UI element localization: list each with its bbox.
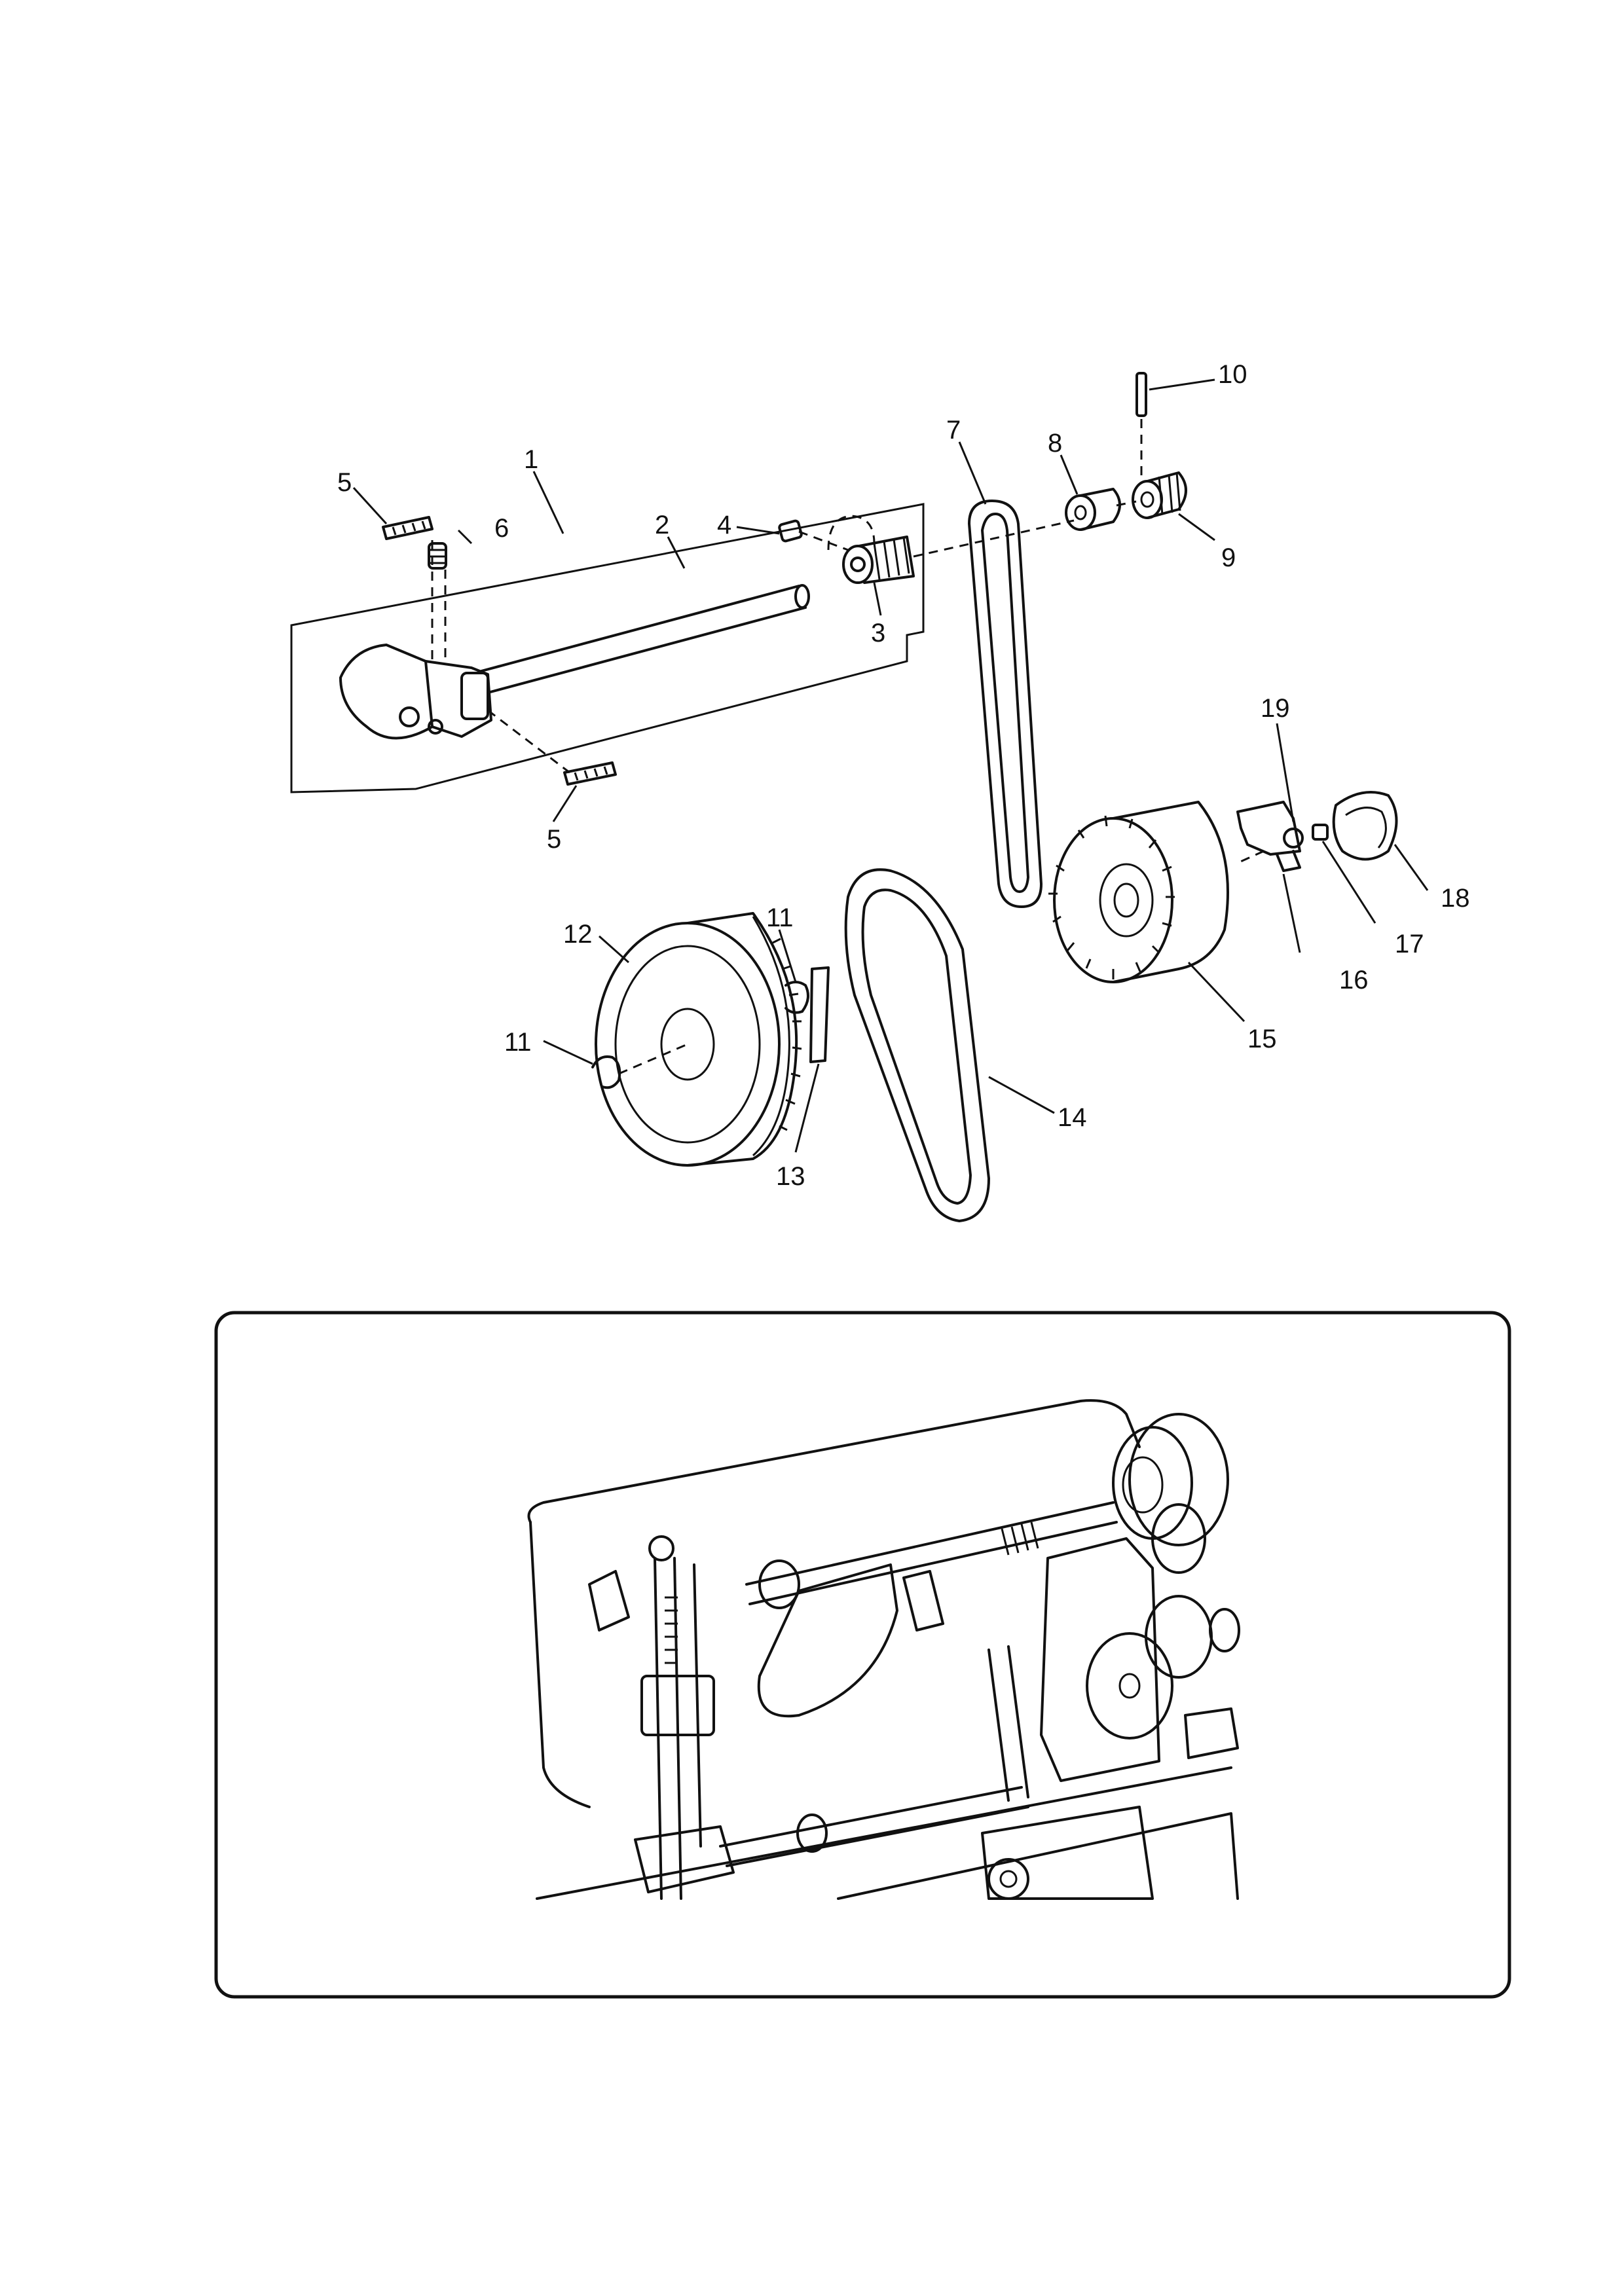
callout-16: 16 — [1339, 966, 1369, 994]
callout-18: 18 — [1441, 884, 1470, 913]
part-13-key — [809, 966, 830, 1063]
callout-8: 8 — [1048, 429, 1062, 458]
callout-2: 2 — [655, 511, 669, 539]
callout-17: 17 — [1395, 930, 1424, 958]
part-14-lower-timing-belt — [844, 868, 990, 1222]
upper-exploded-view: 1 2 3 4 5 5 6 7 8 9 10 11 11 12 13 14 15… — [290, 360, 1470, 1222]
part-upper-shaft — [480, 584, 810, 694]
part-16-19-hook-holder — [1236, 801, 1304, 872]
part-8-bushing — [1065, 488, 1121, 531]
callout-9: 9 — [1221, 543, 1236, 572]
part-18-bobbin-case — [1332, 791, 1398, 861]
callout-14: 14 — [1058, 1103, 1087, 1132]
callout-1: 1 — [524, 445, 538, 474]
callout-19: 19 — [1261, 694, 1290, 723]
inset-panel — [214, 1311, 1511, 1999]
callout-13: 13 — [776, 1162, 805, 1191]
part-7-upper-timing-belt — [968, 500, 1043, 908]
part-3-worm-gear — [842, 536, 915, 584]
callout-11-upper: 11 — [766, 903, 794, 932]
part-crank-counterweight — [339, 644, 492, 740]
part-6-set-screw — [428, 542, 447, 570]
leader-lines — [352, 378, 1429, 1153]
callout-3: 3 — [871, 619, 885, 647]
callout-12: 12 — [563, 920, 593, 949]
part-15-large-gear — [1048, 801, 1229, 983]
part-5-bottom-plate — [563, 761, 617, 786]
callout-4: 4 — [717, 511, 731, 539]
part-9-gear — [1132, 471, 1187, 519]
part-4-screw — [778, 519, 803, 543]
callout-15: 15 — [1247, 1025, 1277, 1053]
callout-10: 10 — [1218, 360, 1247, 389]
machine-illustration — [527, 1399, 1240, 1900]
inset-frame — [214, 1311, 1511, 1999]
shaft-frame-panel — [290, 503, 925, 793]
part-5-top-plate — [382, 516, 434, 540]
callout-11-lower: 11 — [504, 1028, 532, 1057]
callout-5-bottom: 5 — [547, 825, 561, 854]
callout-7: 7 — [946, 416, 961, 445]
part-17-screw — [1312, 824, 1329, 841]
part-11-retaining-ring-left — [591, 1055, 621, 1089]
part-10-pin — [1135, 372, 1147, 417]
callout-labels: 1 2 3 4 5 5 6 7 8 9 10 11 11 12 13 14 15… — [337, 360, 1470, 1191]
callout-6: 6 — [494, 514, 509, 543]
part-12-pulley — [595, 912, 802, 1167]
callout-5-top: 5 — [337, 468, 352, 497]
